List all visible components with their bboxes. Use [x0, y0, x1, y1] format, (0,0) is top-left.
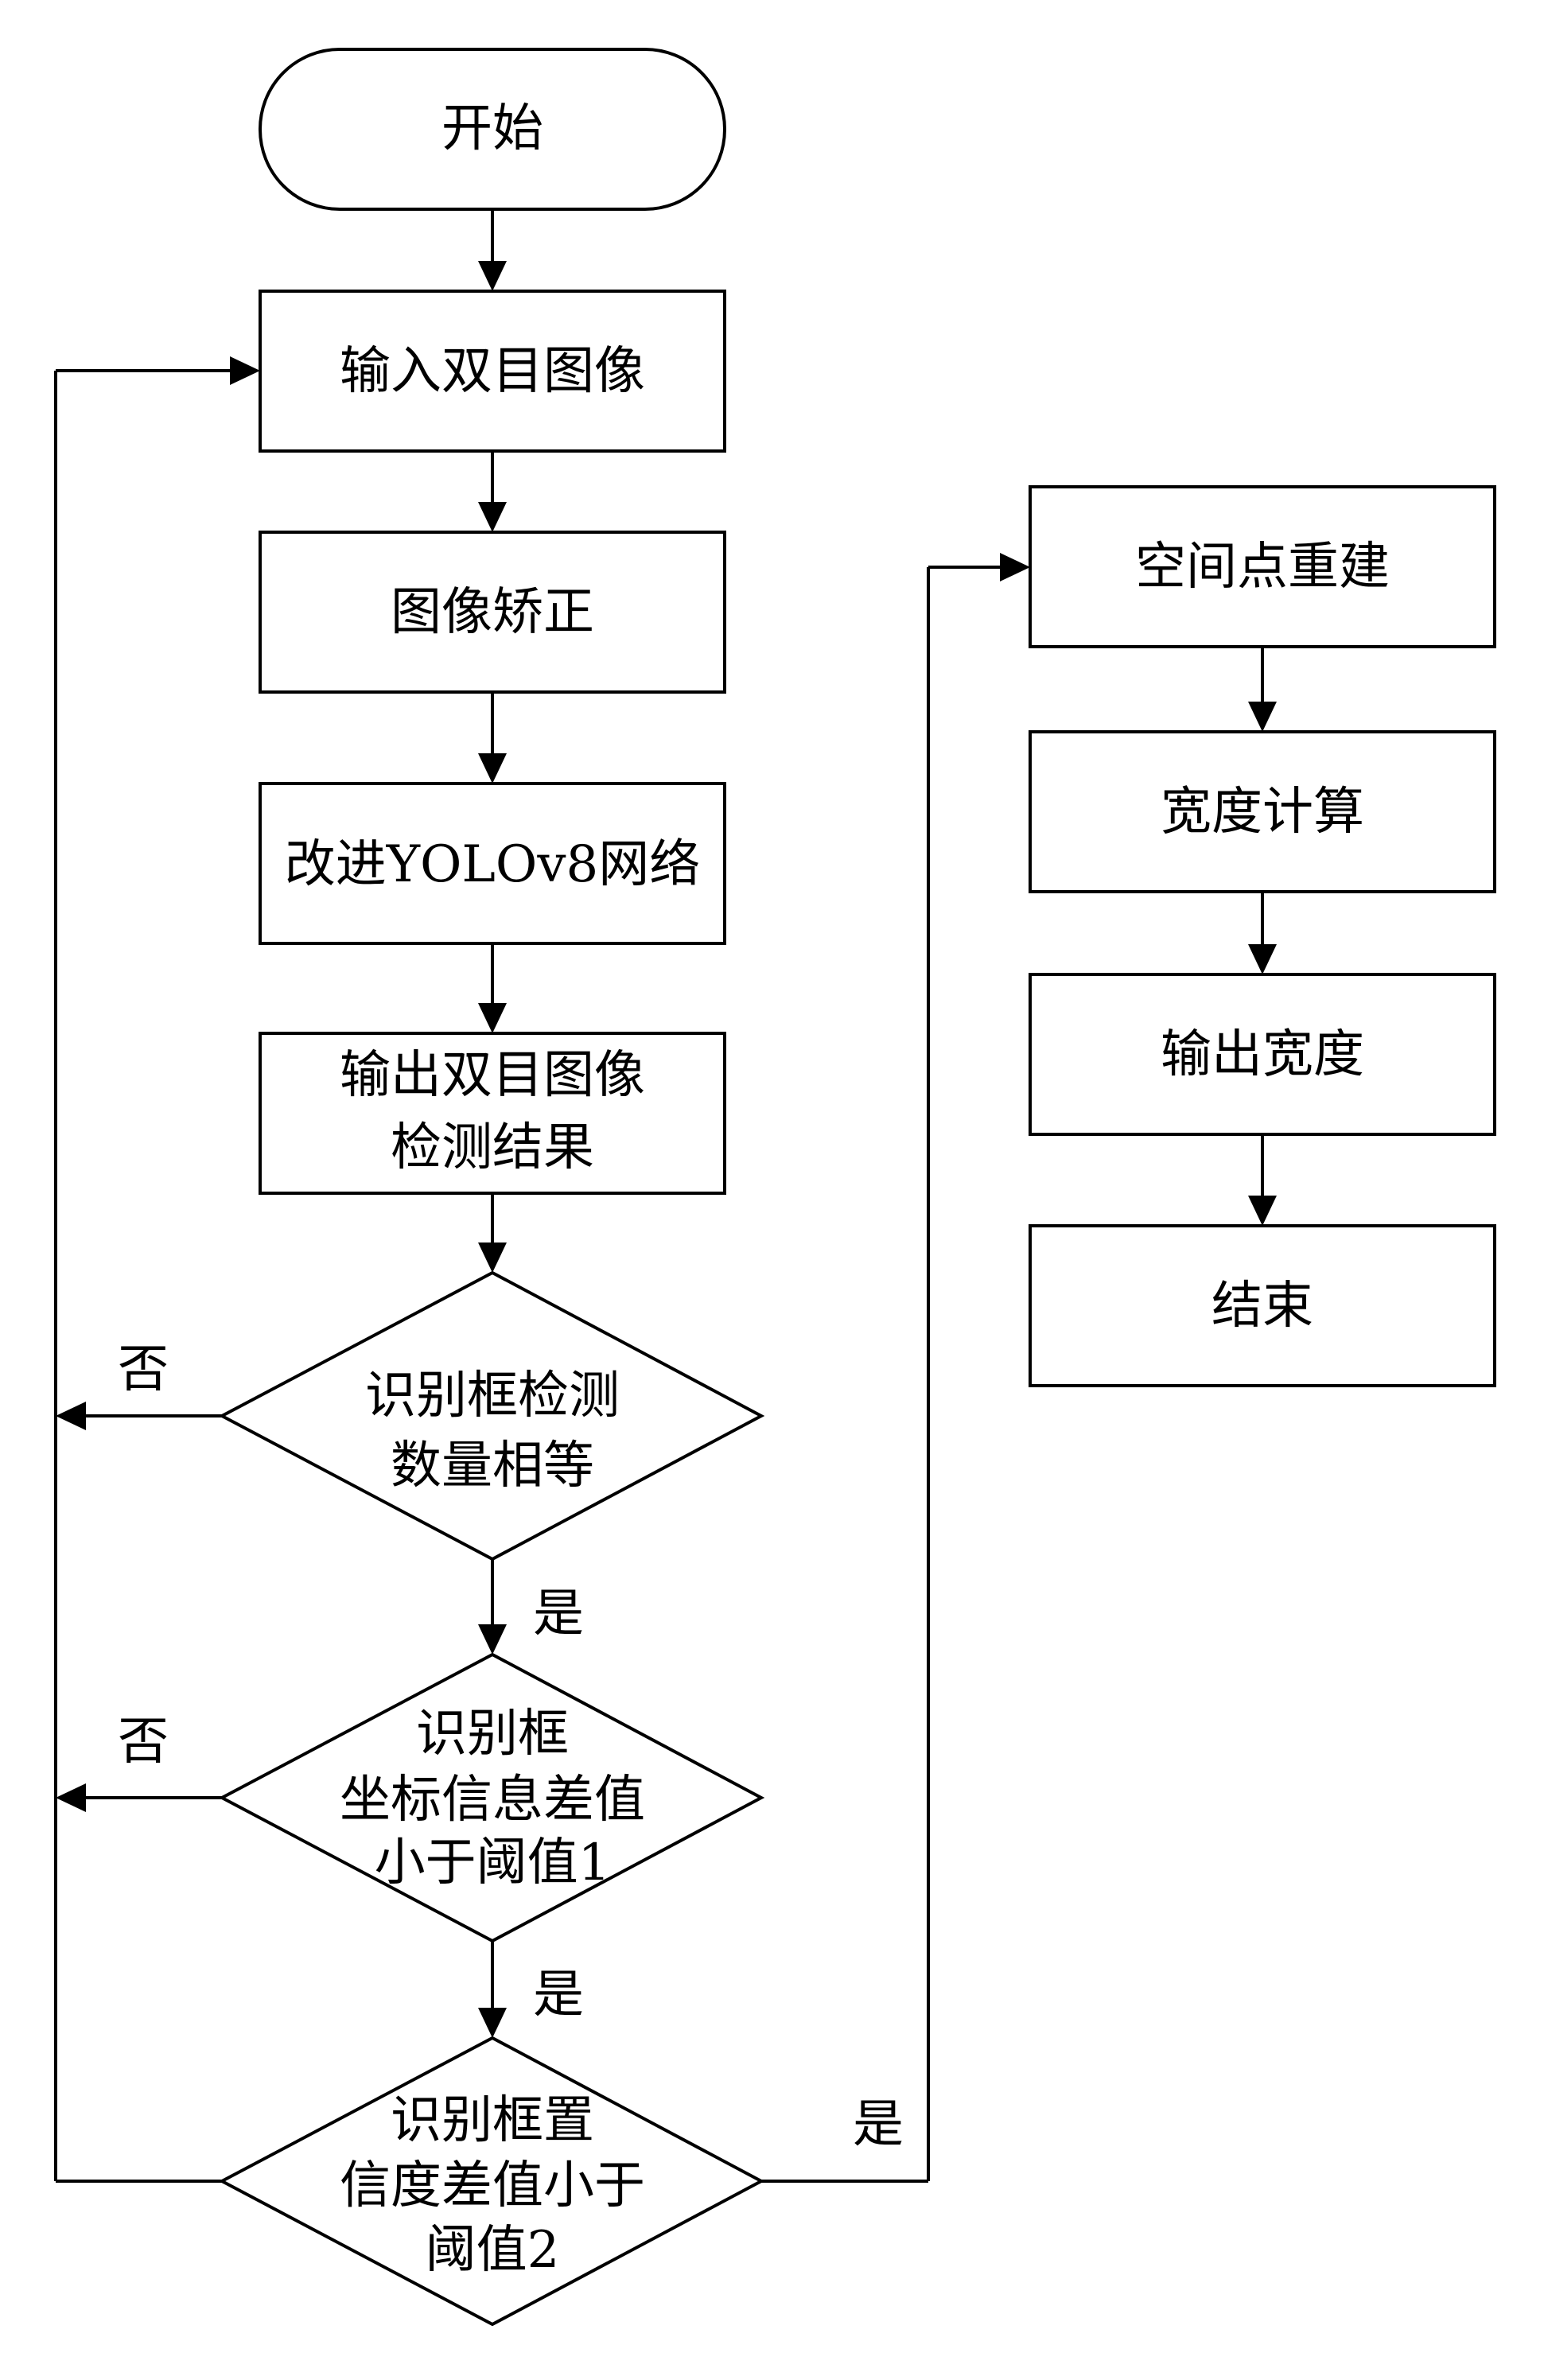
no-label-decision1: 否	[118, 1340, 169, 1399]
start-label: 开始	[441, 99, 543, 158]
decision-confidence-diff-line-2: 信度差值小于	[340, 2156, 645, 2215]
output-width-label: 输出宽度	[1161, 1025, 1364, 1084]
arrowhead-decision2-to-decision3	[478, 2008, 507, 2038]
arrowhead-recon-to-width	[1248, 702, 1277, 732]
decision-coordinate-diff-line-1: 识别框	[416, 1705, 569, 1764]
spatial-point-reconstruction-label: 空间点重建	[1135, 538, 1390, 597]
arrowhead-no-decision2	[56, 1783, 86, 1812]
yes-label-decision2: 是	[533, 1966, 584, 2024]
arrowhead-output-to-end	[1248, 1196, 1277, 1226]
arrowhead-yolo-to-output	[478, 1003, 507, 1033]
decision-count-equal-line-2: 数量相等	[391, 1437, 594, 1495]
width-calculation-box	[1029, 730, 1496, 893]
image-rectification-label: 图像矫正	[391, 583, 594, 642]
arrowhead-start-to-input	[478, 261, 507, 291]
input-stereo-images-label: 输入双目图像	[340, 342, 645, 401]
width-calculation-label: 宽度计算	[1161, 783, 1364, 842]
yes-label-decision3: 是	[853, 2095, 904, 2154]
arrowhead-loop-to-input	[230, 356, 260, 385]
arrowhead-decision1-to-decision2	[478, 1624, 507, 1655]
arrowhead-yes-to-reconstruction	[1000, 553, 1030, 581]
output-detection-label-line-2: 检测结果	[391, 1118, 594, 1177]
decision-coordinate-diff-line-2: 坐标信息差值	[340, 1771, 645, 1830]
decision-confidence-diff-line-3: 阈值2	[426, 2221, 560, 2280]
output-detection-label-line-1: 输出双目图像	[340, 1046, 645, 1105]
arrowhead-width-to-output	[1248, 944, 1277, 974]
input-stereo-images-box	[259, 290, 726, 453]
arrowhead-no-decision1	[56, 1402, 86, 1430]
decision-box-confidence-diff	[218, 2036, 765, 2327]
no-label-decision2: 否	[118, 1713, 169, 1771]
end-label: 结束	[1211, 1277, 1313, 1336]
improved-yolov8-box	[259, 782, 726, 945]
decision-coordinate-diff-line-3: 小于阈值1	[375, 1834, 611, 1892]
arrowhead-output-to-decision1	[478, 1242, 507, 1273]
arrowhead-input-to-rectify	[478, 502, 507, 532]
decision-confidence-diff-line-1: 识别框置	[391, 2091, 594, 2150]
yes-label-decision1: 是	[533, 1585, 584, 1643]
arrowhead-rectify-to-yolo	[478, 753, 507, 784]
end-box	[1029, 1224, 1496, 1387]
improved-yolov8-label: 改进YOLOv8网络	[285, 835, 701, 894]
decision-count-equal-line-1: 识别框检测	[365, 1367, 620, 1425]
